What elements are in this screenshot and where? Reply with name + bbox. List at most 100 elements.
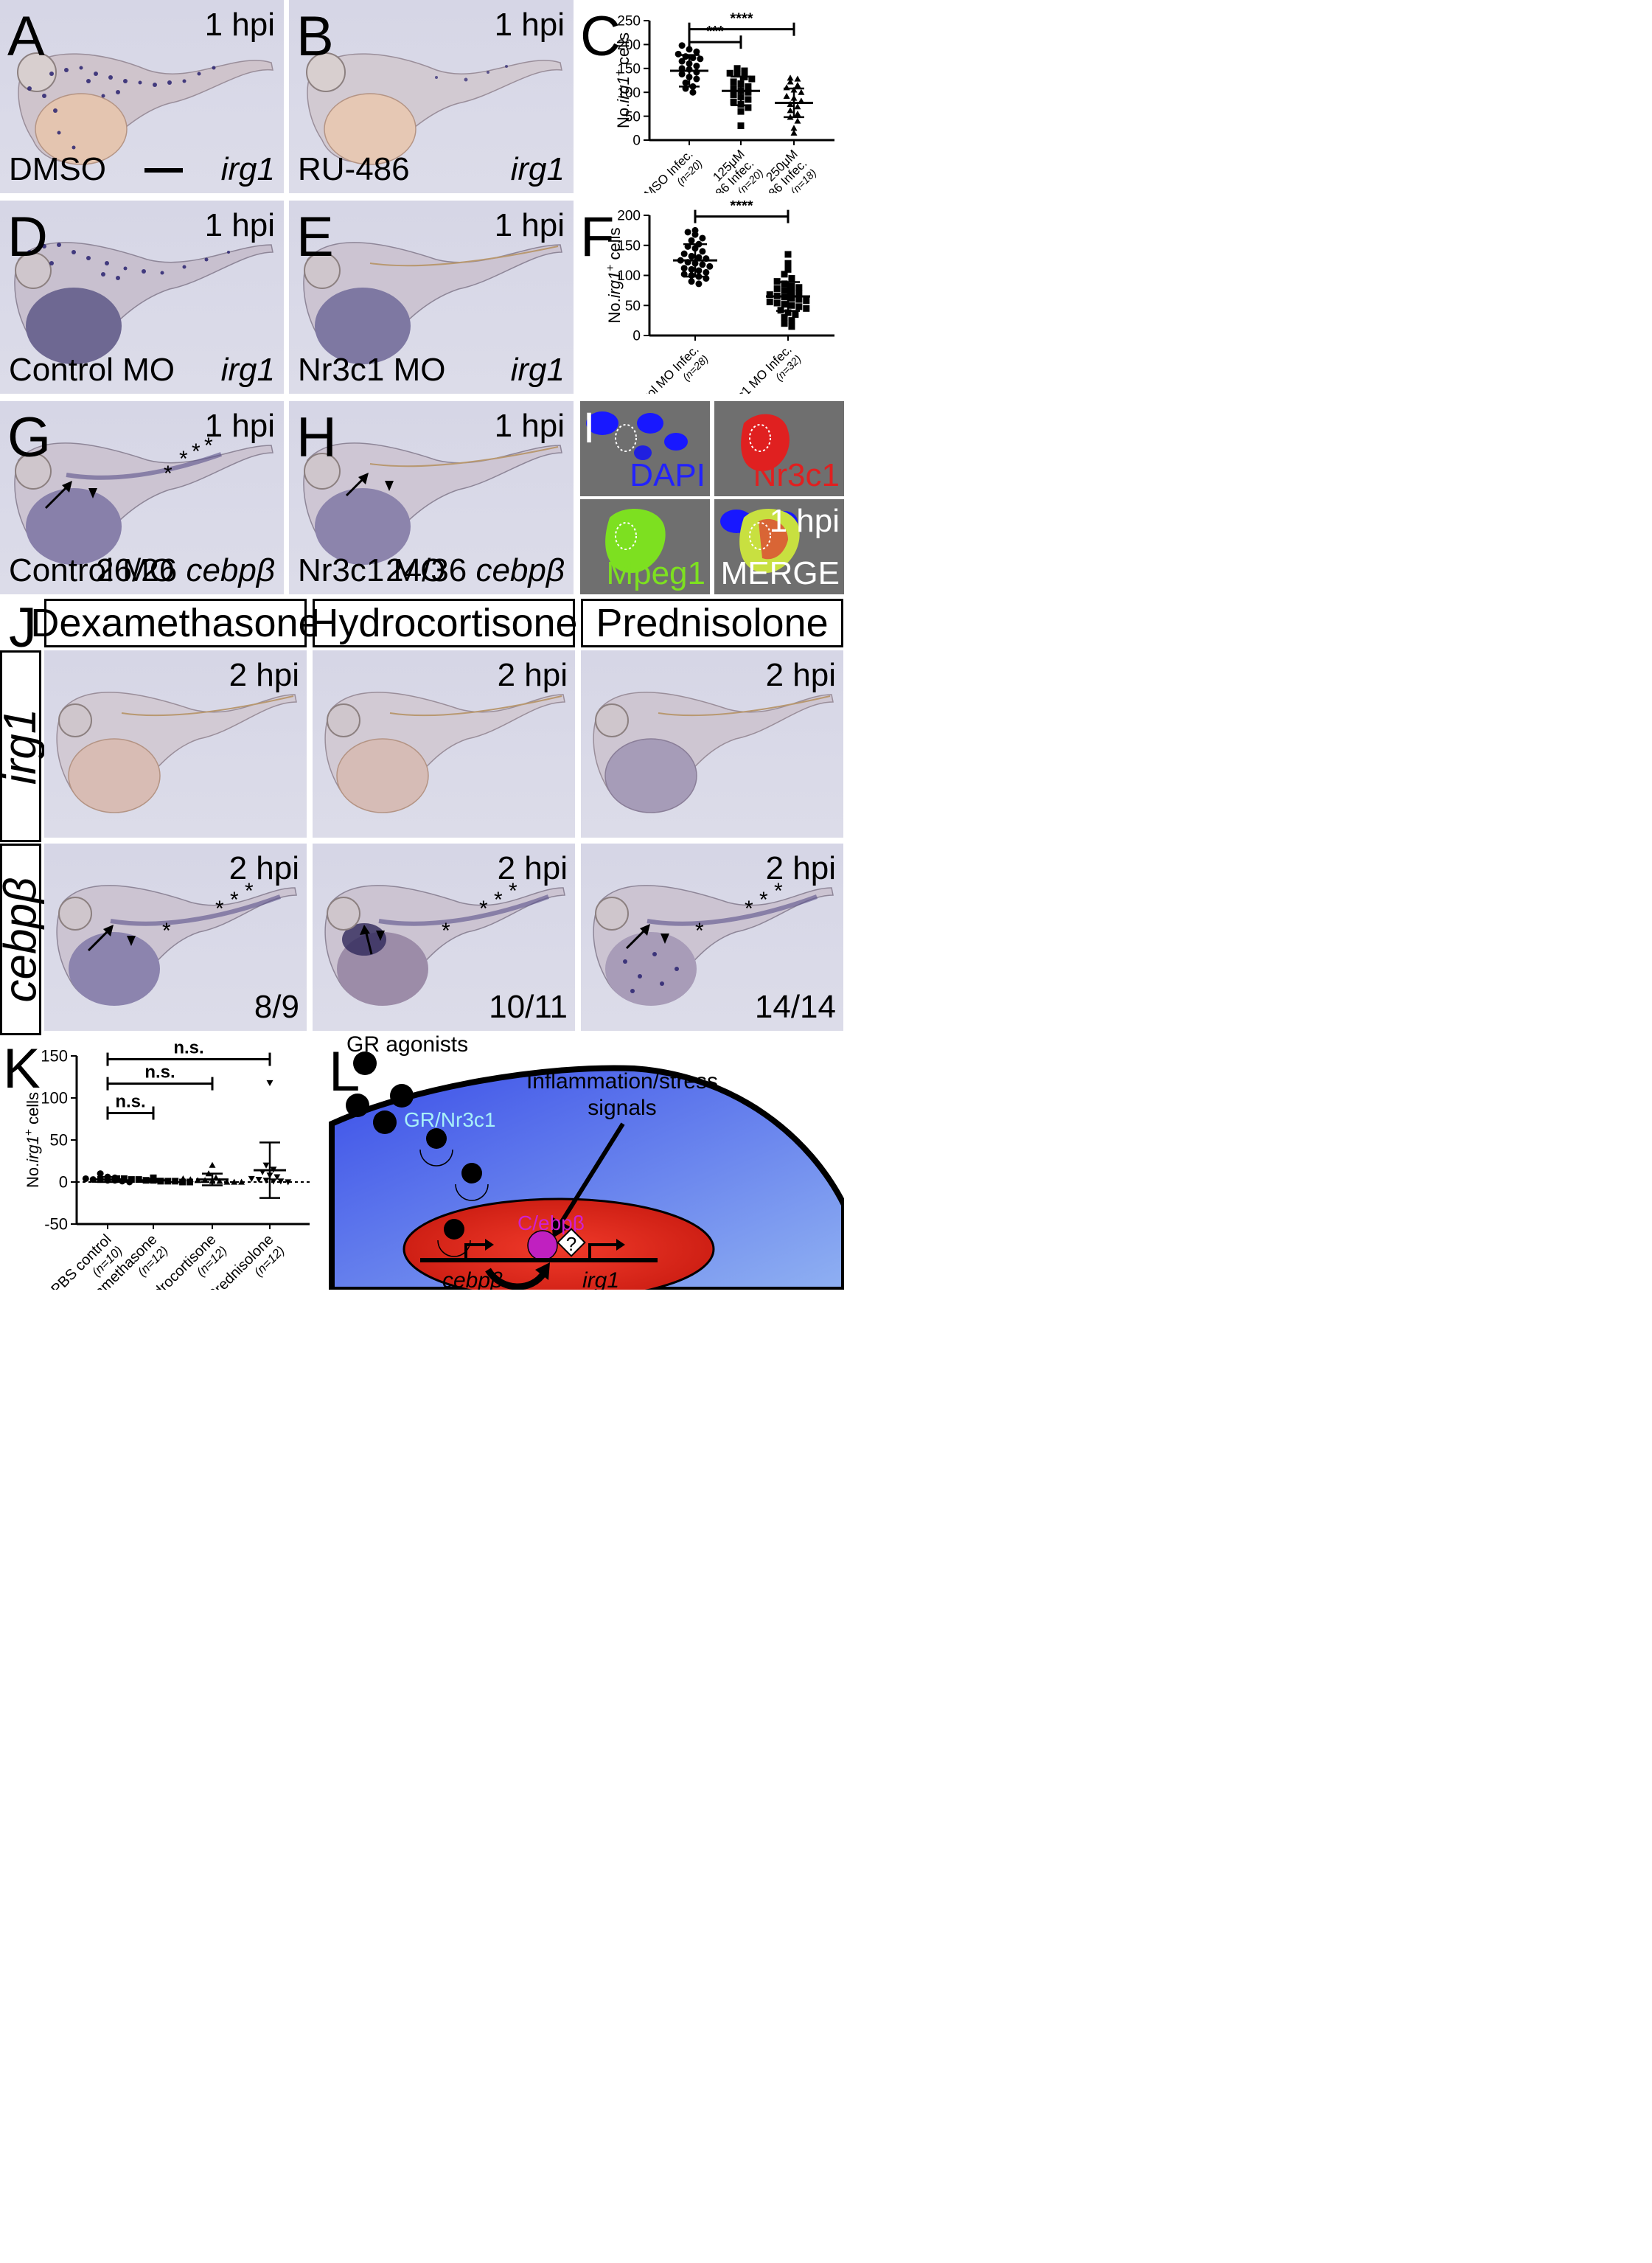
panel-label-i: I: [583, 404, 596, 452]
treatment-label: Nr3c1 MO: [298, 352, 446, 388]
data-point: [794, 110, 801, 117]
panel-g: **** G 1 hpi Control MO 26/26 cebpβ: [0, 401, 284, 594]
data-point: [795, 284, 803, 291]
significance-label: ****: [730, 11, 753, 27]
time-label: 2 hpi: [229, 850, 299, 886]
y-axis-label-sup: +: [604, 265, 617, 271]
svg-text:*: *: [759, 888, 768, 912]
data-point: [262, 1178, 270, 1184]
j-irg1-dexamethasone: 2 hpi: [44, 650, 307, 838]
channel-label: Mpeg1: [606, 555, 705, 591]
data-point: [678, 71, 686, 78]
time-label: 2 hpi: [497, 850, 568, 886]
data-point: [187, 1176, 194, 1183]
arrowhead-icon: [376, 931, 385, 941]
count-value: 26/26: [96, 552, 178, 588]
count-label: 26/26 cebpβ: [96, 555, 275, 587]
j-cebpb-prednisolone: **** 2 hpi 14/14: [581, 844, 843, 1031]
y-tick-label: 150: [617, 61, 641, 77]
data-point: [695, 280, 703, 288]
significance-label: n.s.: [115, 1092, 145, 1112]
x-tick-label: DMSO Infec.(n=20): [635, 147, 705, 193]
svg-text:*: *: [494, 888, 503, 912]
time-label: 1 hpi: [769, 503, 840, 539]
j-irg1-prednisolone: 2 hpi: [581, 650, 843, 838]
data-point: [699, 248, 706, 255]
data-point: [686, 46, 693, 53]
data-point: [726, 69, 733, 77]
data-point: [223, 1178, 231, 1185]
data-point: [693, 75, 700, 83]
data-point: [788, 323, 795, 330]
data-point: [179, 1175, 187, 1182]
data-point: [745, 96, 752, 103]
asterisk-markers: ****: [695, 879, 783, 943]
y-tick-label: 250: [617, 14, 641, 29]
column-header-hydrocortisone: Hydrocortisone: [310, 599, 578, 647]
data-point: [794, 81, 801, 88]
y-tick-label: 200: [617, 38, 641, 53]
signal-arrow-icon: [551, 1122, 625, 1238]
time-label: 1 hpi: [204, 7, 275, 43]
panel-e: E 1 hpi Nr3c1 MO irg1: [289, 201, 574, 394]
significance-label: ****: [730, 201, 753, 215]
svg-text:*: *: [179, 447, 188, 471]
channel-label: Nr3c1: [753, 457, 840, 493]
time-label: 1 hpi: [204, 207, 275, 243]
x-tick-label: Control MO Infec.(n=28): [622, 342, 711, 394]
data-point: [238, 1178, 245, 1185]
y-axis-label: No.irg1+ cells: [604, 227, 624, 323]
data-point: [745, 83, 752, 90]
data-point: [688, 265, 695, 273]
cebp-protein-icon: [527, 1230, 558, 1261]
svg-text:*: *: [215, 897, 224, 921]
data-point: [699, 234, 706, 242]
arrowhead-icon: [127, 936, 136, 946]
gene-label: cebpβ: [475, 552, 565, 588]
asterisk-markers: ****: [164, 434, 213, 486]
panel-h: H 1 hpi Nr3c1 MO 24/36 cebpβ: [289, 401, 574, 594]
y-tick-label: -50: [44, 1215, 68, 1234]
time-label: 2 hpi: [765, 850, 836, 886]
column-header-text: Dexamethasone: [30, 601, 321, 645]
cebp-protein-label: C/ebpβ: [517, 1212, 585, 1234]
gene-label-irg1: irg1: [582, 1268, 619, 1290]
embryo-image: ****: [56, 879, 297, 1006]
panel-label-g: G: [7, 406, 52, 469]
arrowhead-icon: [385, 481, 394, 491]
panel-label-c: C: [580, 5, 621, 68]
data-point: [784, 260, 792, 267]
data-point: [97, 1170, 104, 1178]
data-point: [675, 50, 682, 58]
data-point: [803, 297, 810, 305]
embryo-image: [56, 692, 297, 813]
cebp-gene-diagram: [420, 1239, 523, 1262]
y-tick-label: 50: [625, 109, 641, 125]
data-point: [788, 317, 795, 324]
j-cebpb-dexamethasone: **** 2 hpi 8/9: [44, 844, 307, 1031]
j-cebpb-hydrocortisone: **** 2 hpi 10/11: [313, 844, 575, 1031]
model-diagram: GR agonists Inflammation/stress signals …: [329, 1035, 844, 1290]
embryo-image: [306, 52, 562, 165]
x-tick-label: Nr3c1 MO Infec.(n=32): [720, 342, 804, 394]
y-tick-label: 100: [617, 268, 641, 284]
gene-label: cebpβ: [186, 552, 275, 588]
data-point: [730, 85, 737, 92]
gene-label: irg1: [510, 151, 565, 187]
y-tick-label: 50: [50, 1131, 68, 1150]
data-point: [695, 267, 703, 274]
treatment-label: DMSO: [9, 151, 106, 187]
merge-channel: 1 hpi MERGE: [714, 499, 844, 594]
arrow-icon: [360, 925, 373, 955]
signals-label-line1: Inflammation/stress: [526, 1069, 718, 1094]
data-point: [209, 1161, 216, 1168]
svg-text:*: *: [774, 879, 783, 903]
y-tick-label: 100: [617, 86, 641, 101]
data-point: [691, 231, 699, 238]
treatment-label: Control MO: [9, 552, 175, 588]
panel-b: B 1 hpi RU-486 irg1: [289, 0, 574, 193]
data-point: [788, 282, 795, 290]
data-point: [688, 272, 695, 279]
y-tick-label: 150: [41, 1047, 68, 1066]
